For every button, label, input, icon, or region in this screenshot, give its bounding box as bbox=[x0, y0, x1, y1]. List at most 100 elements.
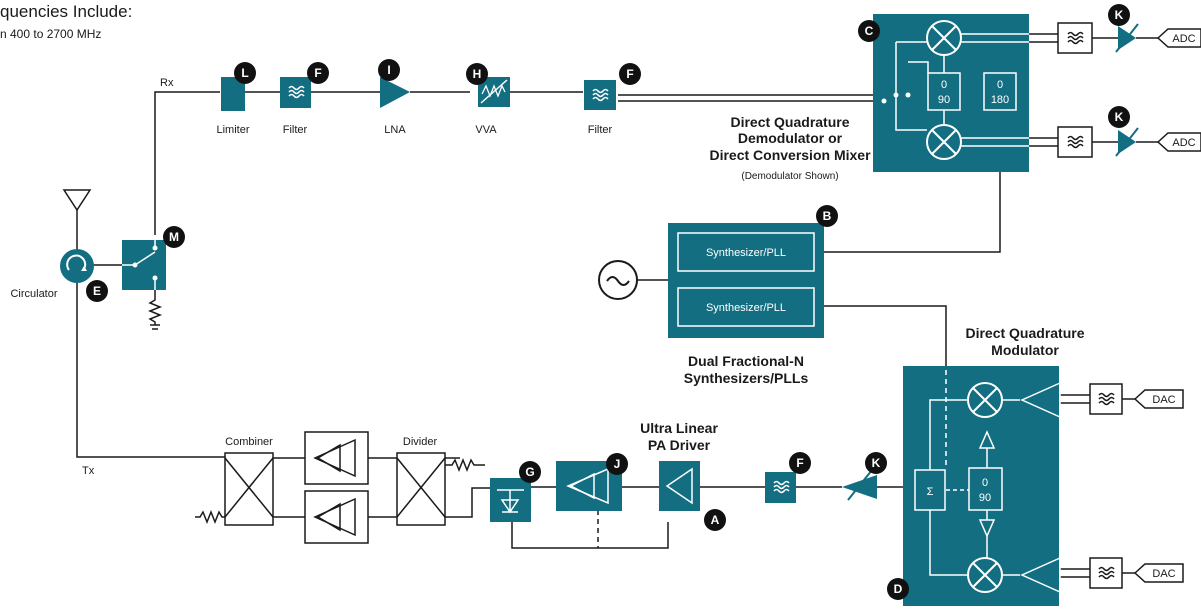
svg-text:C: C bbox=[865, 24, 874, 38]
svg-text:J: J bbox=[614, 457, 621, 471]
synth-pll-1: Synthesizer/PLL bbox=[706, 247, 786, 259]
badge-f1: F bbox=[307, 62, 329, 84]
filter-label-2: Filter bbox=[588, 124, 613, 136]
pa-title-2: PA Driver bbox=[648, 437, 711, 453]
adc-box-bottom: ADC bbox=[1156, 132, 1201, 152]
synth-pll-2: Synthesizer/PLL bbox=[706, 302, 786, 314]
svg-text:K: K bbox=[872, 456, 881, 470]
badge-c: C bbox=[858, 20, 880, 42]
badge-f3: F bbox=[789, 452, 811, 474]
demod-title-2: Demodulator or bbox=[738, 130, 843, 146]
demod-note: (Demodulator Shown) bbox=[741, 171, 838, 182]
demod-title-1: Direct Quadrature bbox=[730, 114, 849, 130]
mod-title-2: Modulator bbox=[991, 342, 1059, 358]
svg-text:K: K bbox=[1115, 110, 1124, 124]
output-amp-top bbox=[304, 431, 369, 485]
mod-ps-top: 0 bbox=[982, 477, 988, 489]
filter-block-3 bbox=[765, 472, 796, 503]
mod-title-1: Direct Quadrature bbox=[965, 325, 1084, 341]
rx-output-filter-top bbox=[1057, 22, 1093, 54]
svg-text:D: D bbox=[894, 582, 903, 596]
pa-driver-block bbox=[659, 461, 700, 511]
badge-k3: K bbox=[865, 452, 887, 474]
demod-title-3: Direct Conversion Mixer bbox=[709, 147, 871, 163]
svg-text:L: L bbox=[241, 66, 248, 80]
rx-tx-switch bbox=[122, 240, 166, 290]
filter-block-2: Filter bbox=[584, 80, 616, 136]
svg-text:G: G bbox=[525, 465, 534, 479]
filter-label-1: Filter bbox=[283, 124, 308, 136]
adc-box-top: ADC bbox=[1156, 28, 1201, 48]
limiter-block: Limiter bbox=[216, 77, 250, 136]
adc-driver-top bbox=[1115, 23, 1139, 53]
output-amp-bottom bbox=[304, 490, 369, 544]
divider-block bbox=[396, 452, 446, 526]
synthesizer-block: Synthesizer/PLL Synthesizer/PLL bbox=[668, 223, 824, 338]
svg-text:F: F bbox=[796, 456, 803, 470]
detector-block bbox=[490, 478, 531, 522]
tx-label: Tx bbox=[82, 465, 95, 477]
badges: L F I H F C K K B M E G J A F K D bbox=[86, 4, 1130, 600]
badge-j: J bbox=[606, 453, 628, 475]
adc-driver-bottom bbox=[1115, 127, 1139, 157]
divider-label: Divider bbox=[403, 436, 438, 448]
badge-h: H bbox=[466, 63, 488, 85]
header-title: quencies Include: bbox=[0, 2, 132, 21]
badge-a: A bbox=[704, 509, 726, 531]
demod-ps180-bottom: 180 bbox=[991, 94, 1009, 106]
badge-i: I bbox=[378, 59, 400, 81]
dac-box-top: DAC bbox=[1133, 389, 1184, 409]
rx-output-filter-bottom bbox=[1057, 126, 1093, 158]
header-subtitle: n 400 to 2700 MHz bbox=[0, 27, 101, 41]
svg-text:F: F bbox=[314, 66, 321, 80]
antenna-icon bbox=[62, 189, 92, 212]
svg-text:F: F bbox=[626, 67, 633, 81]
badge-k1: K bbox=[1108, 4, 1130, 26]
oscillator-icon bbox=[598, 260, 638, 300]
lna-block: LNA bbox=[380, 77, 410, 136]
adc-label-top: ADC bbox=[1172, 33, 1195, 45]
synth-title-1: Dual Fractional-N bbox=[688, 353, 804, 369]
svg-text:K: K bbox=[1115, 8, 1124, 22]
badge-g: G bbox=[519, 461, 541, 483]
badge-k2: K bbox=[1108, 106, 1130, 128]
demod-ps90-bottom: 90 bbox=[938, 94, 950, 106]
tx-input-filter-bottom bbox=[1089, 557, 1123, 589]
dac-label-bottom: DAC bbox=[1152, 568, 1175, 580]
rx-label: Rx bbox=[160, 77, 174, 89]
modulator-block: 0 90 Σ bbox=[903, 366, 1061, 606]
demod-ps180-top: 0 bbox=[997, 79, 1003, 91]
combiner-label: Combiner bbox=[225, 436, 273, 448]
dac-box-bottom: DAC bbox=[1133, 563, 1184, 583]
badge-d: D bbox=[887, 578, 909, 600]
svg-text:H: H bbox=[473, 67, 482, 81]
svg-text:I: I bbox=[387, 63, 390, 77]
svg-text:A: A bbox=[711, 513, 720, 527]
badge-e: E bbox=[86, 280, 108, 302]
vva-label: VVA bbox=[475, 124, 497, 136]
demod-ps90-top: 0 bbox=[941, 79, 947, 91]
badge-f2: F bbox=[619, 63, 641, 85]
adc-label-bottom: ADC bbox=[1172, 137, 1195, 149]
badge-b: B bbox=[816, 205, 838, 227]
dac-label-top: DAC bbox=[1152, 394, 1175, 406]
mod-ps-bottom: 90 bbox=[979, 492, 991, 504]
circulator-icon bbox=[60, 249, 94, 283]
badge-m: M bbox=[163, 226, 185, 248]
vva-block: VVA bbox=[475, 77, 510, 136]
circulator-label: Circulator bbox=[10, 288, 57, 300]
badge-l: L bbox=[234, 62, 256, 84]
svg-text:M: M bbox=[169, 230, 179, 244]
filter-block-1: Filter bbox=[280, 77, 311, 136]
demodulator-block: 0 90 0 180 bbox=[873, 14, 1029, 172]
limiter-label: Limiter bbox=[216, 124, 249, 136]
synth-title-2: Synthesizers/PLLs bbox=[684, 370, 809, 386]
svg-text:B: B bbox=[823, 209, 832, 223]
pa-title-1: Ultra Linear bbox=[640, 420, 718, 436]
lna-label: LNA bbox=[384, 124, 406, 136]
combiner-block bbox=[224, 452, 274, 526]
svg-text:E: E bbox=[93, 284, 101, 298]
tx-vga-block bbox=[842, 469, 877, 501]
tx-input-filter-top bbox=[1089, 383, 1123, 415]
